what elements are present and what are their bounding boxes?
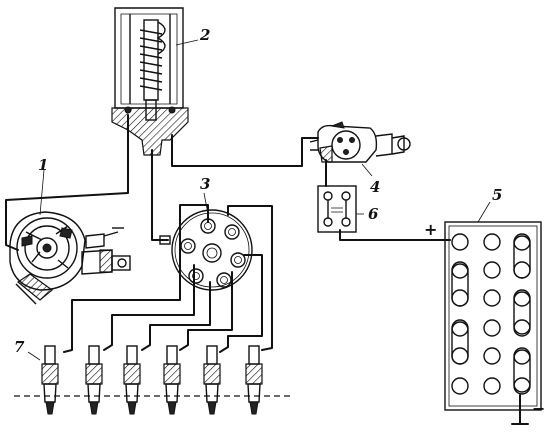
wire-plug-lead-3 [141,281,211,351]
label-ignition-switch: 4 [370,178,380,196]
wire-coil-ht-lead [151,149,169,241]
wire-plug-lead-1 [63,204,209,353]
spark-plug-2 [85,345,103,415]
label-battery: 5 [492,186,502,204]
spark-plug-5 [203,345,221,415]
labels: 1 2 3 4 6 5 7 + − [14,26,545,418]
wire-plug-lead-6 [227,205,273,351]
spark-plugs [14,345,290,415]
wire-plug-lead-5 [219,254,263,353]
wire-plug-lead-4 [179,271,233,351]
distributor [9,169,131,305]
battery [444,201,542,411]
label-distributor-cap: 3 [200,175,210,193]
minus-sign: − [532,399,545,418]
spark-plug-6 [245,345,263,415]
label-spark-plugs: 7 [14,338,25,356]
spark-plug-1 [41,345,59,415]
wire-coil-to-switch [171,134,319,167]
ignition-coil [111,7,199,156]
wire-resistor-to-battery [339,229,451,241]
label-distributor: 1 [38,156,48,174]
ballast-resistor [317,185,364,233]
battery-cell-links [451,235,531,393]
distributor-cap [159,192,253,291]
label-coil: 2 [199,26,210,44]
battery-cells [451,233,531,395]
spark-plug-4 [163,345,181,415]
wire-plug-lead-2 [103,264,195,351]
wiring [5,114,529,425]
plus-sign: + [424,220,437,239]
ignition-switch [309,121,411,177]
spark-plug-3 [123,345,141,415]
label-resistor: 6 [368,205,379,223]
